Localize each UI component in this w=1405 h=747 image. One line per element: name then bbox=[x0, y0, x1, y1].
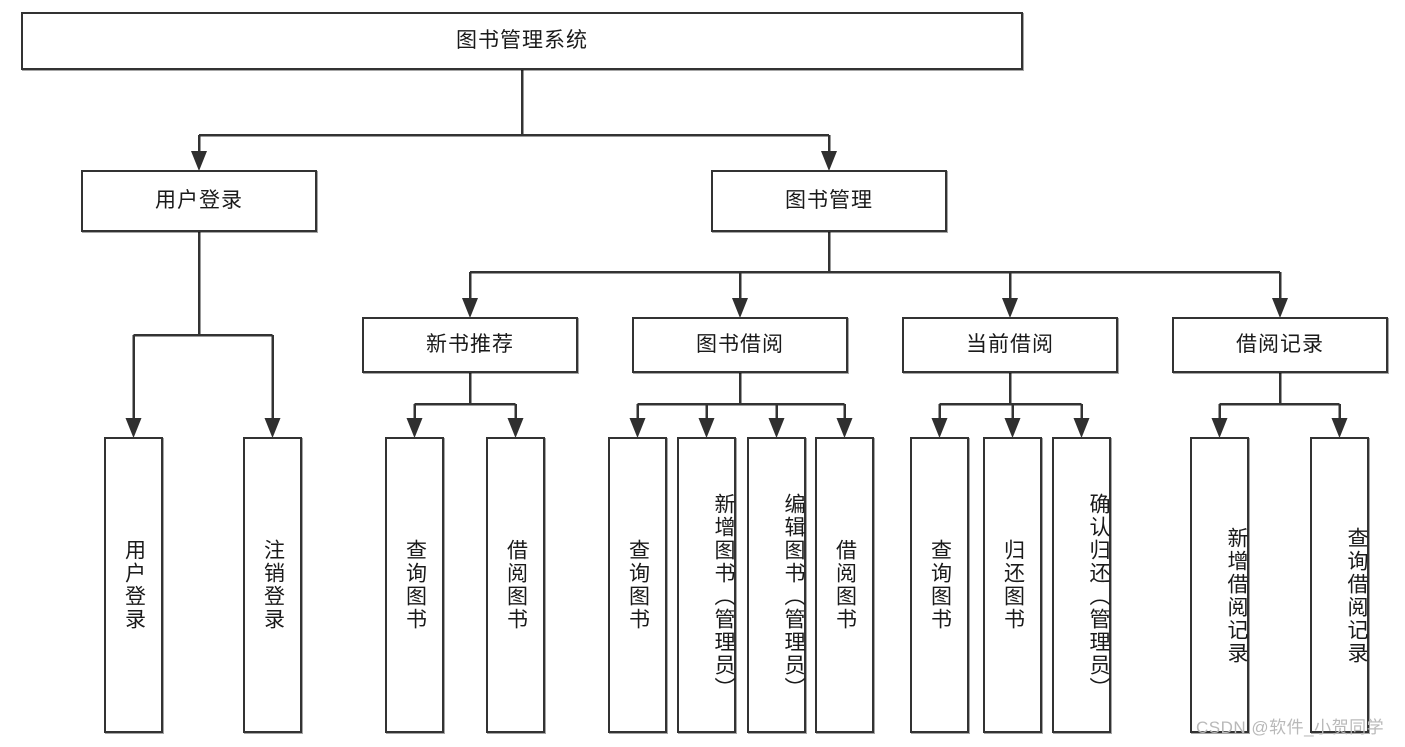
node-newbook[interactable]: 新书推荐 bbox=[362, 317, 578, 373]
node-current[interactable]: 当前借阅 bbox=[902, 317, 1118, 373]
node-l12[interactable]: 新增借阅记录 bbox=[1190, 437, 1249, 733]
node-l3[interactable]: 查询图书 bbox=[385, 437, 444, 733]
node-l11[interactable]: 确认归还（管理员） bbox=[1052, 437, 1111, 733]
node-login[interactable]: 用户登录 bbox=[81, 170, 317, 232]
node-l1[interactable]: 用户登录 bbox=[104, 437, 163, 733]
node-borrow[interactable]: 图书借阅 bbox=[632, 317, 848, 373]
node-records[interactable]: 借阅记录 bbox=[1172, 317, 1388, 373]
node-bookmgmt[interactable]: 图书管理 bbox=[711, 170, 947, 232]
node-l2[interactable]: 注销登录 bbox=[243, 437, 302, 733]
node-root[interactable]: 图书管理系统 bbox=[21, 12, 1023, 70]
node-l8[interactable]: 借阅图书 bbox=[815, 437, 874, 733]
node-l4[interactable]: 借阅图书 bbox=[486, 437, 545, 733]
node-l9[interactable]: 查询图书 bbox=[910, 437, 969, 733]
node-l10[interactable]: 归还图书 bbox=[983, 437, 1042, 733]
watermark-label: CSDN @软件_小贺同学 bbox=[1196, 718, 1385, 737]
node-l7[interactable]: 编辑图书（管理员） bbox=[747, 437, 806, 733]
node-l6[interactable]: 新增图书（管理员） bbox=[677, 437, 736, 733]
node-l5[interactable]: 查询图书 bbox=[608, 437, 667, 733]
node-l13[interactable]: 查询借阅记录 bbox=[1310, 437, 1369, 733]
